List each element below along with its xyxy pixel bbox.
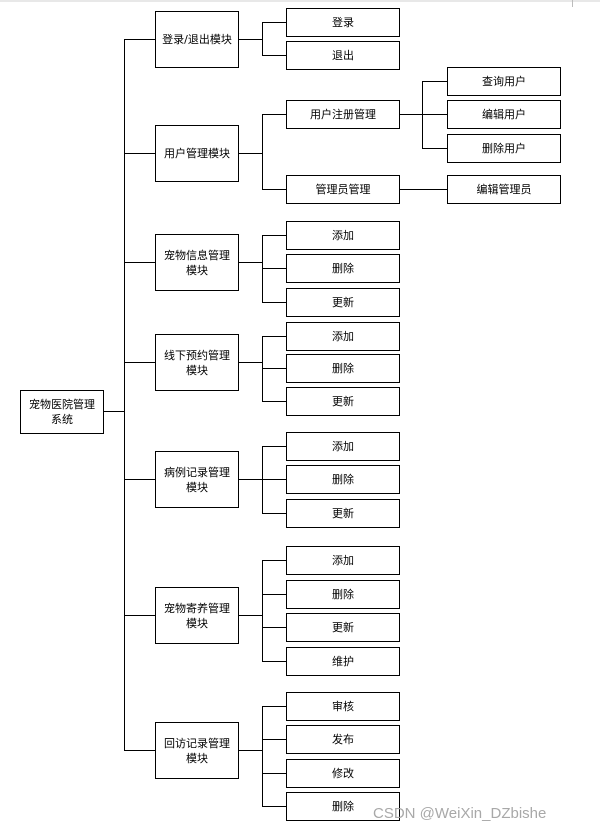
leaf-followup-4-label: 删除 xyxy=(332,800,354,813)
module-appointment-node: 线下预约管理 模块 xyxy=(155,334,239,391)
leaf-user-register-2: 编辑用户 xyxy=(447,100,561,129)
submodule-user-register-label: 用户注册管理 xyxy=(310,108,376,121)
module-appointment-label-line-1: 线下预约管理 xyxy=(164,348,230,362)
module-petinfo-label-line-1: 宠物信息管理 xyxy=(164,248,230,262)
leaf-petinfo-2: 删除 xyxy=(286,254,400,283)
leaf-boarding-2: 删除 xyxy=(286,580,400,609)
leaf-login-2-label: 退出 xyxy=(332,49,354,62)
leaf-followup-1: 审核 xyxy=(286,692,400,721)
leaf-appointment-2: 删除 xyxy=(286,354,400,383)
leaf-boarding-4: 维护 xyxy=(286,647,400,676)
leaf-caserecord-3: 更新 xyxy=(286,499,400,528)
leaf-user-register-3-label: 删除用户 xyxy=(482,142,526,155)
leaf-login-2: 退出 xyxy=(286,41,400,70)
root-node-line-1: 宠物医院管理 xyxy=(29,398,95,411)
page-top-border xyxy=(0,0,600,2)
leaf-appointment-3-label: 更新 xyxy=(332,395,354,408)
module-followup-label-line-2: 模块 xyxy=(186,751,208,765)
leaf-boarding-3-label: 更新 xyxy=(332,621,354,634)
leaf-caserecord-1: 添加 xyxy=(286,432,400,461)
leaf-followup-4: 删除 xyxy=(286,792,400,821)
leaf-boarding-1: 添加 xyxy=(286,546,400,575)
leaf-admin-1-label: 编辑管理员 xyxy=(476,183,532,196)
leaf-followup-3-label: 修改 xyxy=(332,767,354,780)
leaf-boarding-3: 更新 xyxy=(286,613,400,642)
submodule-admin-label: 管理员管理 xyxy=(315,183,371,196)
watermark-text: CSDN @WeiXin_DZbishe xyxy=(373,805,547,822)
leaf-petinfo-3: 更新 xyxy=(286,288,400,317)
leaf-boarding-2-label: 删除 xyxy=(332,588,354,601)
module-boarding-label-line-1: 宠物寄养管理 xyxy=(164,601,230,615)
leaf-followup-3: 修改 xyxy=(286,759,400,788)
module-caserecord-label-line-2: 模块 xyxy=(186,480,208,494)
leaf-admin-1: 编辑管理员 xyxy=(447,175,561,204)
leaf-followup-2-label: 发布 xyxy=(332,733,354,746)
module-boarding-label-line-2: 模块 xyxy=(186,616,208,630)
leaf-caserecord-2-label: 删除 xyxy=(332,473,354,486)
module-boarding-node: 宠物寄养管理 模块 xyxy=(155,587,239,644)
leaf-petinfo-1: 添加 xyxy=(286,221,400,250)
submodule-user-register: 用户注册管理 xyxy=(286,100,400,129)
root-node-line-2: 系统 xyxy=(51,413,73,426)
submodule-admin: 管理员管理 xyxy=(286,175,400,204)
module-user-node: 用户管理模块 xyxy=(155,125,239,182)
page-top-marker xyxy=(572,0,573,7)
module-appointment-label-line-2: 模块 xyxy=(186,363,208,377)
leaf-petinfo-3-label: 更新 xyxy=(332,296,354,309)
leaf-user-register-3: 删除用户 xyxy=(447,134,561,163)
leaf-caserecord-1-label: 添加 xyxy=(332,440,354,453)
module-login-node: 登录/退出模块 xyxy=(155,11,239,68)
leaf-appointment-3: 更新 xyxy=(286,387,400,416)
module-petinfo-label-line-2: 模块 xyxy=(186,263,208,277)
leaf-followup-2: 发布 xyxy=(286,725,400,754)
leaf-login-1: 登录 xyxy=(286,8,400,37)
module-login-label: 登录/退出模块 xyxy=(162,33,232,46)
leaf-user-register-1: 查询用户 xyxy=(447,67,561,96)
leaf-login-1-label: 登录 xyxy=(332,16,354,29)
module-followup-label-line-1: 回访记录管理 xyxy=(164,736,230,750)
module-caserecord-node: 病例记录管理 模块 xyxy=(155,451,239,508)
leaf-boarding-1-label: 添加 xyxy=(332,554,354,567)
leaf-appointment-2-label: 删除 xyxy=(332,362,354,375)
leaf-user-register-1-label: 查询用户 xyxy=(482,75,526,88)
leaf-user-register-2-label: 编辑用户 xyxy=(482,108,526,121)
module-user-label: 用户管理模块 xyxy=(164,147,230,160)
leaf-boarding-4-label: 维护 xyxy=(332,655,354,668)
module-caserecord-label-line-1: 病例记录管理 xyxy=(164,465,230,479)
root-node: 宠物医院管理 系统 xyxy=(20,390,104,434)
leaf-caserecord-2: 删除 xyxy=(286,465,400,494)
module-followup-node: 回访记录管理 模块 xyxy=(155,722,239,779)
leaf-appointment-1-label: 添加 xyxy=(332,330,354,343)
leaf-caserecord-3-label: 更新 xyxy=(332,507,354,520)
leaf-followup-1-label: 审核 xyxy=(332,700,354,713)
module-petinfo-node: 宠物信息管理 模块 xyxy=(155,234,239,291)
leaf-appointment-1: 添加 xyxy=(286,322,400,351)
leaf-petinfo-2-label: 删除 xyxy=(332,262,354,275)
leaf-petinfo-1-label: 添加 xyxy=(332,229,354,242)
